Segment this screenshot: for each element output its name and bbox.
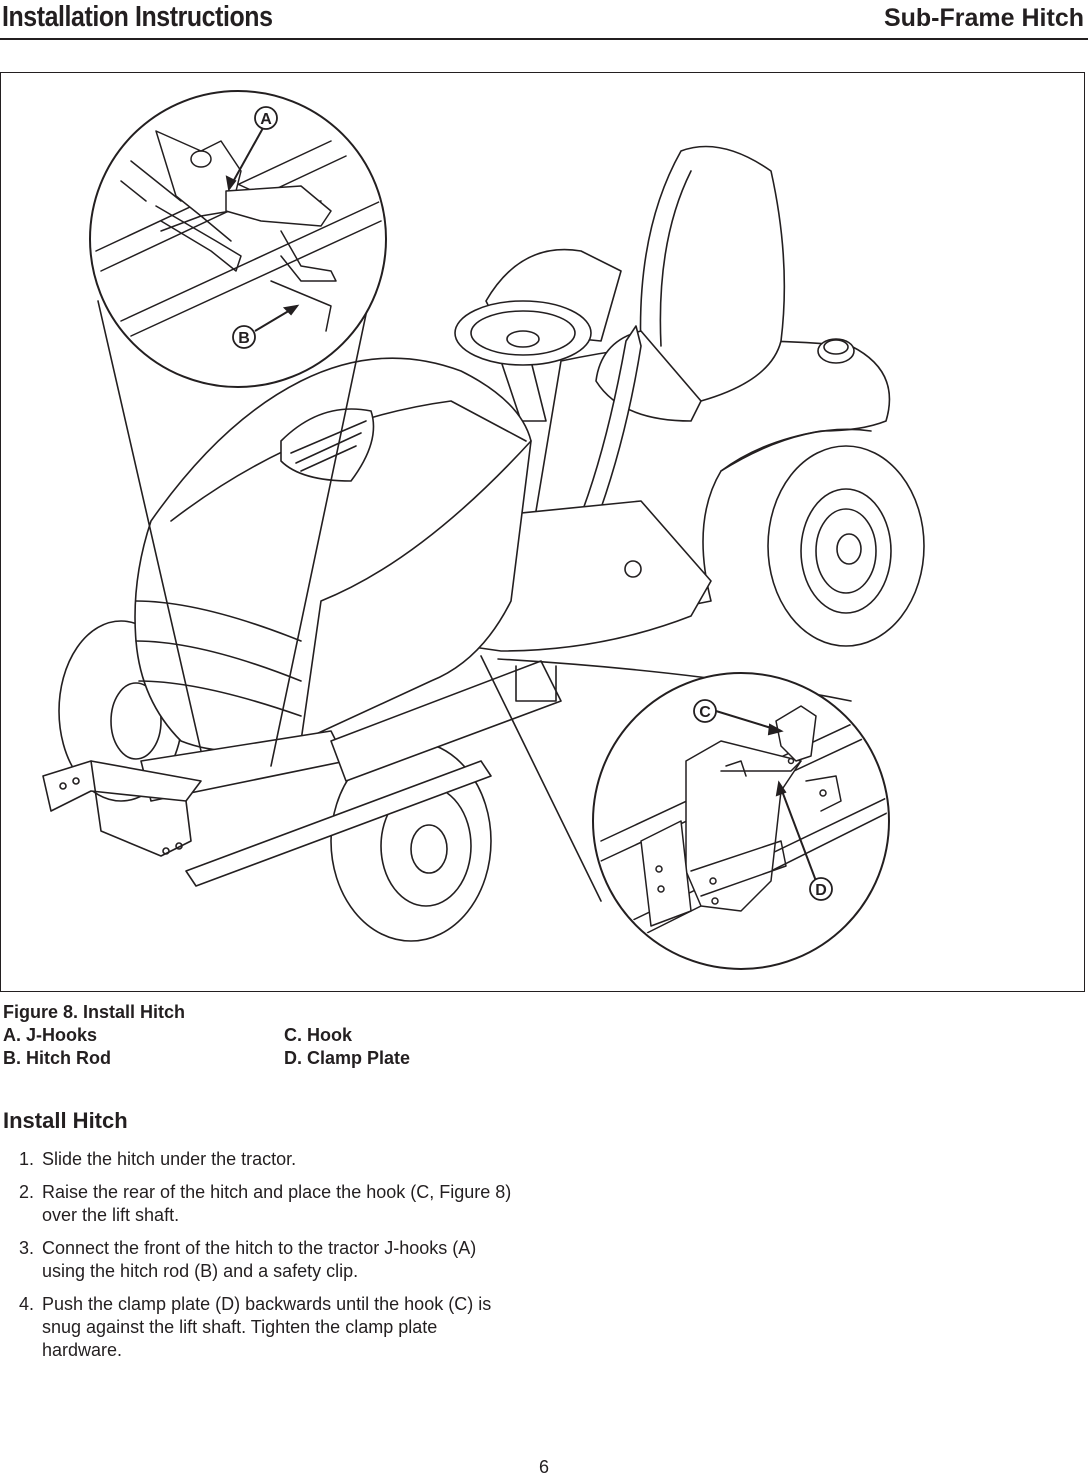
- callout-a: A: [254, 106, 278, 130]
- page-header-title: Installation Instructions: [2, 1, 273, 33]
- legend-row: B. Hitch Rod D. Clamp Plate: [3, 1047, 543, 1070]
- instruction-step: 4. Push the clamp plate (D) backwards un…: [0, 1293, 520, 1362]
- instruction-steps: 1. Slide the hitch under the tractor. 2.…: [0, 1148, 520, 1372]
- figure-caption: Figure 8. Install Hitch A. J-Hooks C. Ho…: [3, 1001, 543, 1070]
- step-number: 3.: [18, 1238, 34, 1258]
- page-number: 6: [538, 1457, 549, 1477]
- header-divider: [0, 38, 1088, 40]
- legend-item-d: D. Clamp Plate: [284, 1048, 411, 1068]
- figure-8-illustration: A B C D: [0, 72, 1085, 992]
- svg-text:A: A: [260, 111, 272, 128]
- callout-labels: A B C D: [232, 106, 833, 901]
- callout-b: B: [232, 325, 256, 349]
- svg-text:D: D: [815, 882, 827, 899]
- step-number: 2.: [18, 1182, 34, 1202]
- callout-d: D: [809, 877, 833, 901]
- legend-item-a: A. J-Hooks: [3, 1025, 98, 1045]
- figure-caption-title: Figure 8. Install Hitch: [3, 1002, 186, 1022]
- tractor-hitch-drawing: A B C D: [42, 90, 925, 970]
- section-heading: Install Hitch: [3, 1108, 128, 1133]
- step-number: 4.: [18, 1294, 34, 1314]
- legend-item-c: C. Hook: [284, 1025, 353, 1045]
- legend-row: A. J-Hooks C. Hook: [3, 1024, 543, 1047]
- step-text: Connect the front of the hitch to the tr…: [42, 1238, 477, 1281]
- instruction-step: 2. Raise the rear of the hitch and place…: [0, 1181, 520, 1227]
- page-section-title: Sub-Frame Hitch: [883, 4, 1084, 32]
- svg-text:C: C: [699, 704, 711, 721]
- step-text: Push the clamp plate (D) backwards until…: [42, 1294, 492, 1360]
- svg-text:B: B: [238, 330, 250, 347]
- callout-c: C: [693, 699, 717, 723]
- instruction-step: 3. Connect the front of the hitch to the…: [0, 1237, 520, 1283]
- instruction-step: 1. Slide the hitch under the tractor.: [0, 1148, 520, 1171]
- step-number: 1.: [18, 1149, 34, 1169]
- legend-item-b: B. Hitch Rod: [3, 1048, 112, 1068]
- step-text: Raise the rear of the hitch and place th…: [42, 1182, 512, 1225]
- step-text: Slide the hitch under the tractor.: [42, 1149, 297, 1169]
